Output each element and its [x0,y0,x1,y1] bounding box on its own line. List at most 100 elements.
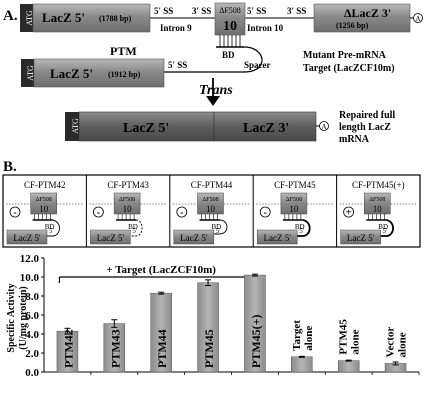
construct-exon10 [113,192,141,215]
trans-label: Trans [199,83,233,98]
lacz5-exon [32,3,151,33]
construct-exon-num: 10 [206,204,216,214]
target-bracket-label: + Target (LacZCF10m) [106,264,216,276]
charge-sign: + [346,208,352,219]
construct-exon-mut: ΔF508 [286,197,302,203]
construct-bd-label: BD [212,223,222,231]
charge-sign: - [264,208,267,219]
construct-lacz5-label: LacZ 5' [180,233,208,243]
charge-sign: - [180,208,183,219]
lacz5-name: LacZ 5' [42,10,85,25]
construct-lacz5-box [173,229,215,245]
construct-name: CF-PTM45(+) [352,180,405,190]
spacer-label: Spacer [244,60,271,70]
construct-lacz5-box [90,229,131,245]
construct-bd-label: BD [45,223,55,231]
construct-name: CF-PTM45 [274,180,316,190]
repaired-atg-label: ATG [71,118,80,134]
dlacz3-size: (1256 bp) [336,21,369,30]
ss5-b: 5' SS [247,6,266,16]
repaired-atg-box [65,112,79,141]
y-tick-label: 4.0 [25,329,39,341]
construct-lacz5-label: LacZ 5' [264,233,292,243]
ss3-a: 3' SS [192,6,211,16]
repaired-line2: length LacZ [339,122,391,133]
polya-label: A [415,15,420,23]
y-tick-label: 8.0 [25,291,39,303]
activity-chart: Specific Activity (U/mg protein) + Targe… [6,253,420,379]
ss3-b: 3' SS [287,6,306,16]
construct-five-label: 5' [299,227,304,235]
repaired-lacz3 [213,111,317,142]
bd-label: BD [222,50,235,60]
intron10-label: Intron 10 [247,23,284,33]
y-tick-label: 0.0 [25,367,39,379]
construct-exon-mut: ΔF508 [36,197,52,203]
intron9-label: Intron 9 [160,23,192,33]
repaired-polya-label: A [321,123,326,131]
atg-label: ATG [25,10,34,26]
construct-exon-num: 10 [289,204,299,214]
spacer-path [164,46,263,73]
spacer-path [213,219,228,235]
bar [337,360,360,373]
dlacz3-name: ΔLacZ 3' [344,6,391,20]
category-label: PTM43 [108,329,122,368]
construct-name: CF-PTM44 [191,180,233,190]
construct-exon-num: 10 [123,204,133,214]
polya-circle [413,13,423,23]
ptm-atg-box [21,59,34,87]
exon10-num: 10 [223,19,237,34]
atg-box [20,4,33,32]
charge-circle [259,206,271,218]
target-line2: Target (LacZCF10m) [303,63,395,74]
construct-bd-label: BD [295,223,305,231]
category-label: alone [350,329,362,354]
repaired-polya-circle [319,121,329,131]
category-label: PTM42 [61,329,75,368]
target-bracket: + Target (LacZCF10m) [58,264,264,283]
construct-exon10 [197,192,224,215]
repaired-line1: Repaired full [339,110,395,121]
ptm-lacz5-size: (1912 bp) [108,70,141,79]
charge-sign: - [13,208,16,219]
construct-exon-num: 10 [39,204,49,214]
construct-lacz5-box [340,229,381,245]
spacer-path [297,219,311,237]
panel-a-label: A. [3,8,18,24]
ptm-lacz5-name: LacZ 5' [50,66,93,81]
target-line1: Mutant Pre-mRNA [303,50,387,61]
spacer-path [130,219,143,237]
spacer-path [47,219,60,237]
exon10-box [214,2,246,36]
trans-arrow [206,96,220,106]
construct-exon10 [280,192,308,215]
construct-lacz5-label: LacZ 5' [347,233,375,243]
construct-five-label: 5' [132,227,137,235]
ptm-atg-label: ATG [26,65,35,81]
category-label: alone [303,326,315,351]
y-axis-label-2: (U/mg protein) [18,286,29,349]
construct-bd-label: BD [128,223,138,231]
panel-a: A. ATG LacZ 5' (1788 bp) 5' SS Intron 9 … [3,2,423,145]
y-tick-label: 2.0 [25,348,39,360]
repaired-line3: mRNA [339,134,370,145]
bar [291,356,313,373]
ptm-lacz5-exon [33,58,165,88]
construct-lacz5-label: LacZ 5' [97,233,125,243]
construct-five-label: 5' [49,227,54,235]
construct-name: CF-PTM43 [107,180,149,190]
construct-name: CF-PTM42 [24,180,66,190]
spacer-path [380,219,394,237]
construct-lacz5-box [256,229,298,245]
category-label: Vector [385,327,397,358]
category-label: PTM45 [338,319,350,355]
construct-exon10 [30,192,57,215]
